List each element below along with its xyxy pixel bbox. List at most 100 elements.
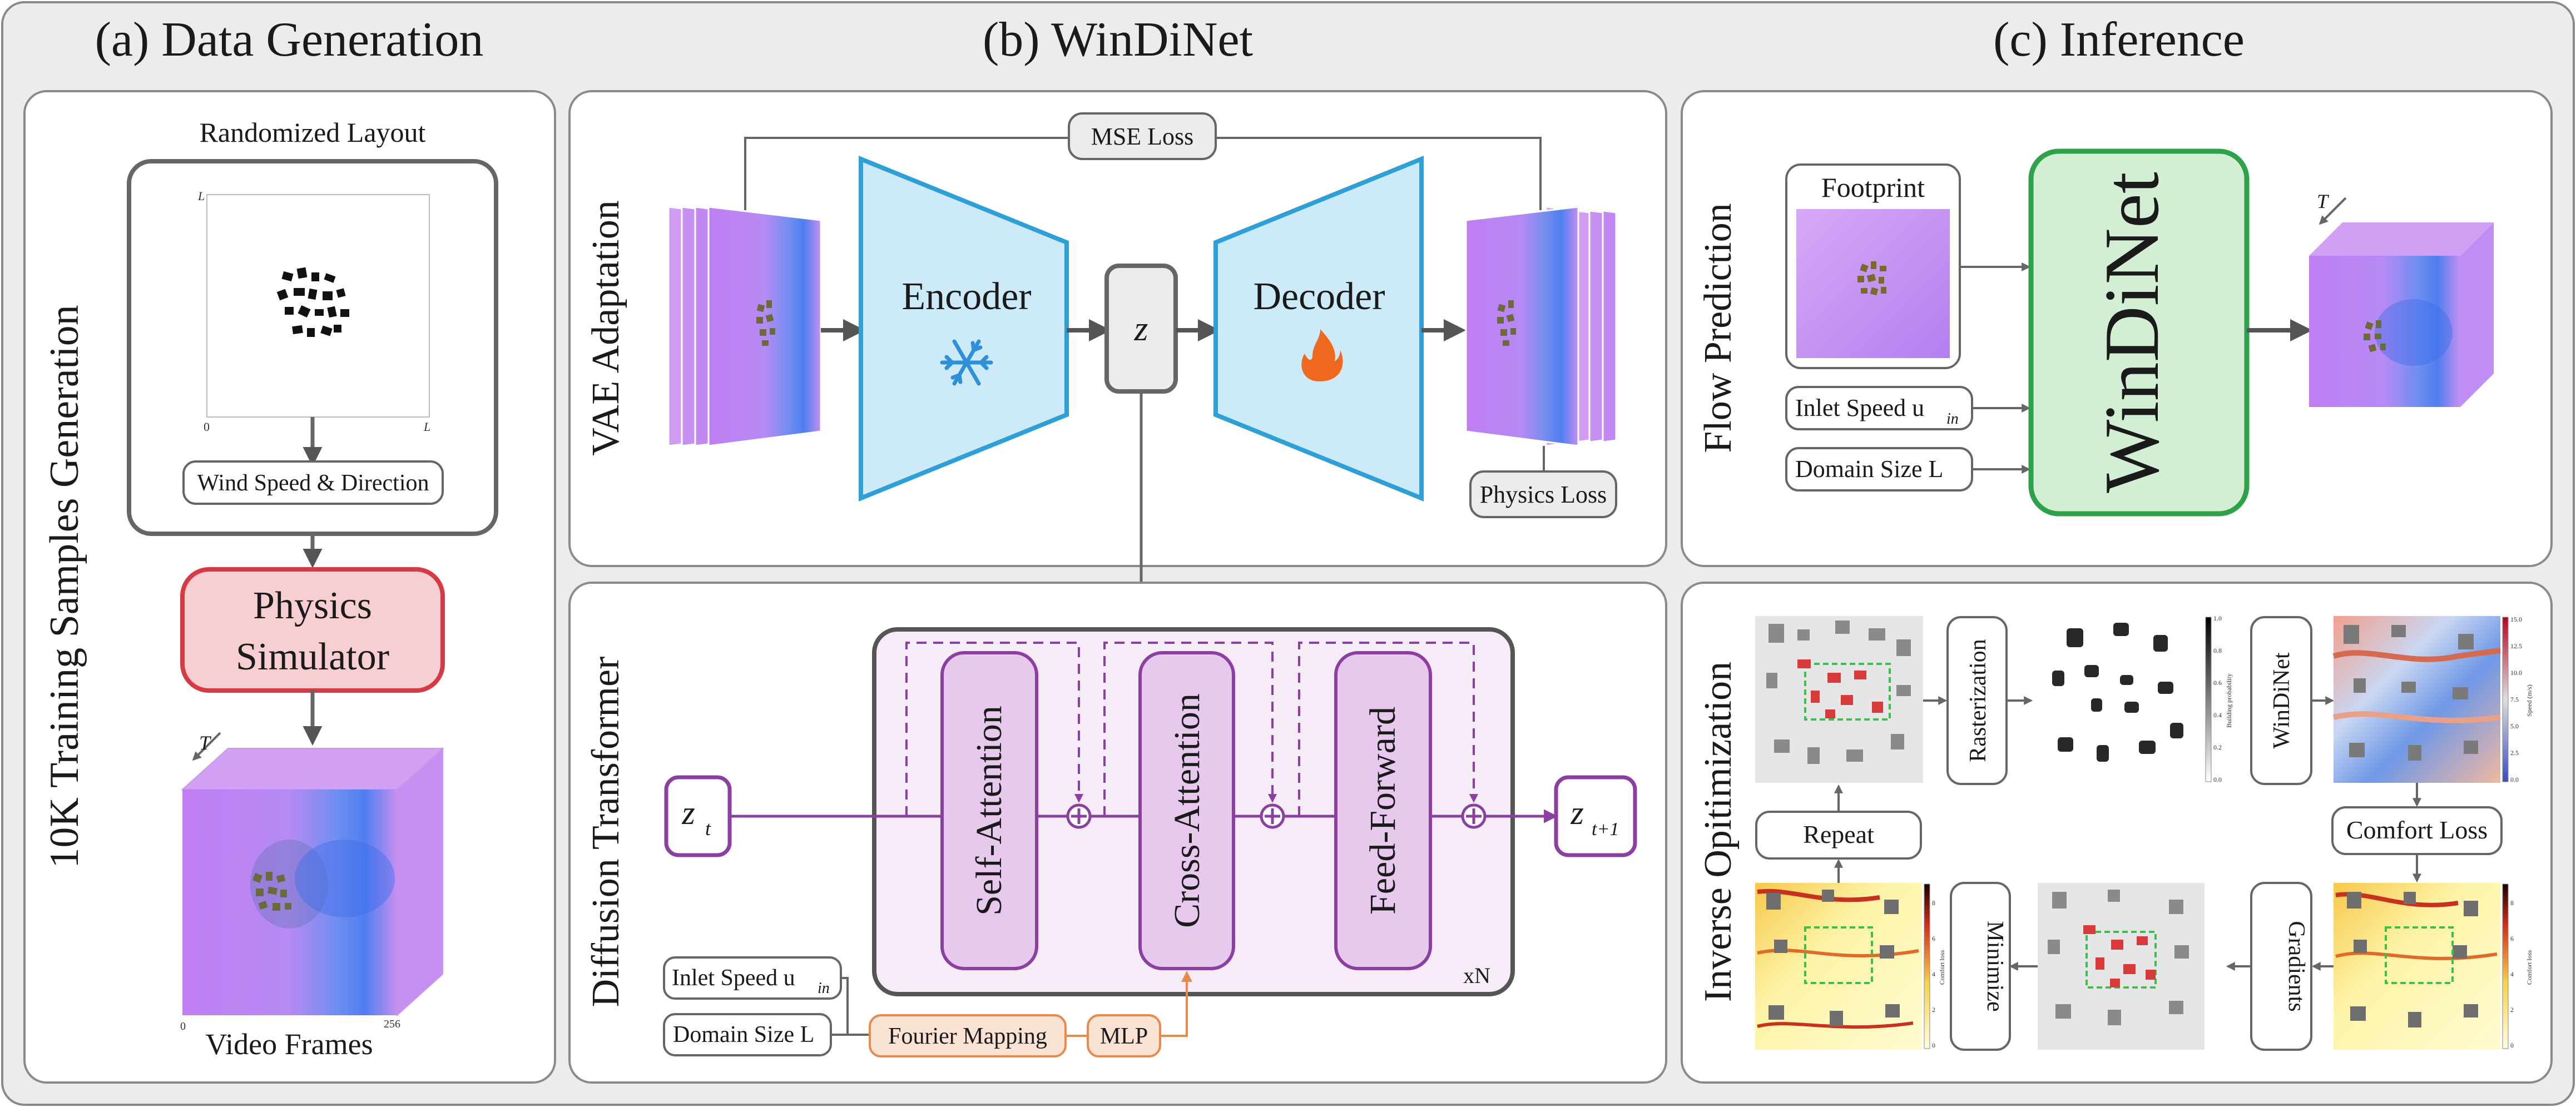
building-layout xyxy=(276,267,349,337)
encoder-block xyxy=(859,156,1069,502)
comfort-tick-r-0: 8 xyxy=(2510,899,2514,907)
mlp-label: MLP xyxy=(1100,1024,1148,1049)
footprint-label: Footprint xyxy=(1821,172,1925,203)
simulator-line1: Physics xyxy=(253,584,372,627)
speed-colorbar xyxy=(2502,617,2509,782)
comfort-field-left xyxy=(1755,883,1922,1050)
domain-size-label-c: Domain Size L xyxy=(1795,455,1943,483)
inlet-speed-sub-b: in xyxy=(818,980,830,997)
comfort-tick-l-1: 6 xyxy=(1932,935,1935,942)
snowflake-icon xyxy=(940,339,993,386)
bp-tick-5: 0.0 xyxy=(2213,776,2222,783)
time-label-a: T xyxy=(199,732,212,754)
footprint-image xyxy=(1796,209,1950,358)
bp-tick-0: 1.0 xyxy=(2213,614,2222,622)
time-arrow-c xyxy=(2319,197,2347,225)
latent-z-label: z xyxy=(1134,309,1148,348)
flow-prediction-label: Flow Prediction xyxy=(1697,203,1740,453)
speed-field-image xyxy=(2332,616,2501,783)
comfort-tick-r-2: 4 xyxy=(2510,970,2514,978)
comfort-tick-l-2: 4 xyxy=(1932,970,1935,978)
comfort-tick-r-1: 6 xyxy=(2510,935,2514,942)
speed-tick-6: 0.0 xyxy=(2510,776,2519,783)
comfort-tick-r-3: 2 xyxy=(2510,1006,2514,1014)
comfort-tick-l-4: 0 xyxy=(1932,1041,1935,1049)
zt-subscript: t xyxy=(705,817,711,840)
video-frames-label: Video Frames xyxy=(205,1027,373,1061)
minimize-box xyxy=(1950,882,2011,1051)
wind-speed-direction-label: Wind Speed & Direction xyxy=(197,470,429,496)
feed-forward-block xyxy=(1334,651,1432,970)
fourier-mapping-label: Fourier Mapping xyxy=(888,1024,1047,1049)
minimize-label: Minimize xyxy=(1982,921,2008,1011)
prediction-cube xyxy=(2309,222,2494,407)
time-label-c: T xyxy=(2317,190,2330,212)
residual-paths xyxy=(905,642,1475,816)
decoder-block xyxy=(1213,156,1424,502)
zt-label: z xyxy=(681,795,695,831)
comfort-colorbar-left xyxy=(1924,883,1930,1049)
speed-tick-4: 5.0 xyxy=(2510,722,2519,730)
plus-icon xyxy=(1071,808,1482,824)
comfort-tick-r-4: 0 xyxy=(2510,1041,2514,1049)
video-frames-cube xyxy=(181,747,444,1017)
fire-icon xyxy=(1301,329,1343,381)
mse-loss-box xyxy=(1068,112,1217,160)
zt1-subscript: t+1 xyxy=(1592,819,1619,840)
layout-axis-zero: 0 xyxy=(204,420,210,434)
layout-axis-L: L xyxy=(197,189,205,203)
vae-output-frames xyxy=(1465,206,1617,447)
xN-label: xN xyxy=(1463,963,1490,988)
bp-tick-3: 0.4 xyxy=(2213,711,2222,719)
cond-merge-line xyxy=(841,977,849,1035)
speed-label: Speed (m/s) xyxy=(2525,684,2533,717)
domain-size-label-b: Domain Size L xyxy=(673,1022,814,1048)
footprint-buildings xyxy=(1857,261,1886,296)
speed-tick-5: 2.5 xyxy=(2510,749,2519,757)
rasterization-label: Rasterization xyxy=(1965,639,1991,762)
vae-input-frames xyxy=(667,206,822,447)
layout-plot xyxy=(206,194,430,418)
cross-attention-block xyxy=(1138,651,1235,970)
residual-arrowheads xyxy=(1074,794,1478,803)
speed-tick-0: 15.0 xyxy=(2510,615,2522,623)
frames-buildings xyxy=(252,872,291,911)
comfort-loss-label: Comfort Loss xyxy=(2346,816,2488,844)
windinet-label: WinDiNet xyxy=(2089,172,2175,493)
self-attention-label: Self-Attention xyxy=(969,706,1009,916)
rasterized-image xyxy=(2033,616,2200,783)
layout-image-top xyxy=(1755,616,1923,783)
bp-tick-2: 0.6 xyxy=(2213,679,2222,687)
simulator-line2: Simulator xyxy=(236,636,389,678)
comfort-tick-l-0: 8 xyxy=(1932,899,1935,907)
bp-tick-1: 0.8 xyxy=(2213,647,2222,654)
zt1-box xyxy=(1554,775,1637,857)
physics-loss-label: Physics Loss xyxy=(1480,481,1607,508)
randomized-layout-title: Randomized Layout xyxy=(200,117,426,148)
comfort-tick-l-3: 2 xyxy=(1932,1006,1935,1014)
gradients-label: Gradients xyxy=(2283,921,2309,1011)
layout-axis-L-x: L xyxy=(423,420,430,434)
comfort-field-right xyxy=(2334,883,2500,1050)
feed-forward-label: Feed-Forward xyxy=(1363,707,1403,915)
zt1-label: z xyxy=(1570,795,1583,831)
bp-tick-4: 0.2 xyxy=(2213,743,2222,751)
comfort-colorbar-right xyxy=(2502,883,2509,1049)
windinet-small-label: WinDiNet xyxy=(2269,652,2295,749)
repeat-label: Repeat xyxy=(1803,820,1874,848)
self-attention-block xyxy=(940,651,1038,970)
speed-tick-2: 10.0 xyxy=(2510,669,2522,677)
building-probability-label: Building probability xyxy=(2225,673,2233,728)
mlp-to-cross-attention-arrow xyxy=(1160,971,1192,1037)
inlet-speed-sub-c: in xyxy=(1946,410,1959,428)
zt-box xyxy=(664,775,732,857)
decoder-label: Decoder xyxy=(1253,275,1385,318)
layout-image-bottom xyxy=(2038,883,2205,1050)
inverse-optimization-label: Inverse Opitimization xyxy=(1697,662,1740,1002)
frames-axis-zero: 0 xyxy=(180,1020,186,1032)
section-a-title: (a) Data Generation xyxy=(95,13,484,67)
speed-tick-1: 12.5 xyxy=(2510,642,2522,650)
cross-attention-label: Cross-Attention xyxy=(1167,693,1207,928)
prediction-buildings xyxy=(2364,320,2386,353)
